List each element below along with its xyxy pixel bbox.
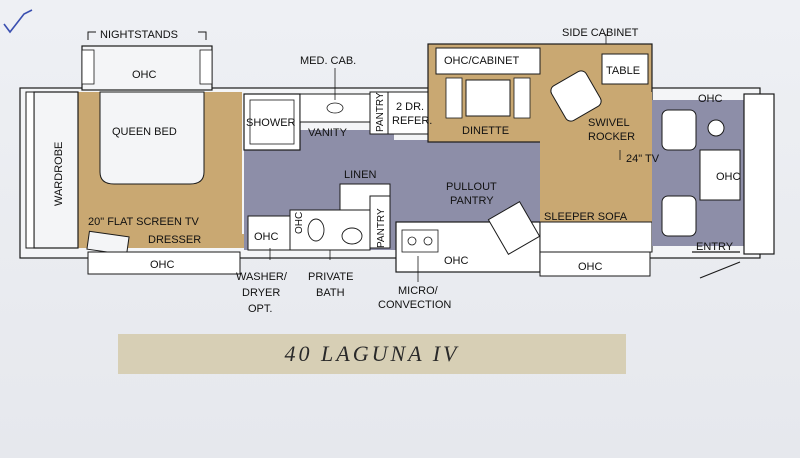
label-ohc-washer-v: OHC: [294, 212, 305, 234]
label-private-2: BATH: [316, 287, 345, 299]
passenger-seat: [661, 195, 697, 237]
cockpit-ohc: [699, 149, 741, 201]
cooktop: [401, 229, 439, 253]
label-washer-2: DRYER: [242, 287, 280, 299]
lower-ohc: [87, 251, 241, 275]
refrigerator: [387, 91, 429, 135]
label-dresser: DRESSER: [148, 234, 201, 246]
label-washer-3: OPT.: [248, 303, 272, 315]
nightstand-right: [199, 49, 213, 85]
label-ohc-bedroom: OHC: [132, 69, 157, 81]
label-med-cab: MED. CAB.: [300, 55, 356, 67]
label-queen-bed: QUEEN BED: [112, 126, 177, 138]
label-dinette: DINETTE: [462, 125, 509, 137]
label-rocker: ROCKER: [588, 131, 635, 143]
queen-bed: [99, 91, 205, 185]
shower: [243, 93, 301, 151]
driver-seat: [661, 109, 697, 151]
label-ohc-sofa: OHC: [578, 261, 603, 273]
label-pantry-top: PANTRY: [375, 92, 386, 132]
label-side-cabinet: SIDE CABINET: [562, 27, 639, 39]
model-title-bar: 40 LAGUNA IV: [118, 334, 626, 374]
label-flat-tv: 20" FLAT SCREEN TV: [88, 216, 200, 228]
wardrobe: [33, 91, 79, 249]
label-vanity: VANITY: [308, 127, 348, 139]
entry-door: [699, 261, 741, 279]
label-private-1: PRIVATE: [308, 271, 353, 283]
label-micro-1: MICRO/: [398, 285, 439, 297]
toilet: [307, 218, 325, 242]
sleeper-sofa: [539, 221, 653, 253]
steering-wheel-icon: [707, 119, 725, 137]
label-pullout-2: PANTRY: [450, 195, 494, 207]
label-micro-2: CONVECTION: [378, 299, 451, 311]
bath-sink: [341, 227, 363, 245]
label-ohc-washer: OHC: [254, 231, 279, 243]
label-ohc-cabinet: OHC/CABINET: [444, 55, 519, 67]
label-ohc-galley: OHC: [444, 255, 469, 267]
label-refer-2: REFER.: [392, 115, 432, 127]
sofa-ohc: [539, 251, 651, 277]
label-pullout-1: PULLOUT: [446, 181, 497, 193]
nightstand-left: [81, 49, 95, 85]
label-linen: LINEN: [344, 169, 376, 181]
floor-plan: NIGHTSTANDS OHC QUEEN BED WARDROBE 20" F…: [19, 27, 775, 315]
label-tv24: 24" TV: [626, 153, 660, 165]
kitchen-sink: [487, 200, 541, 256]
label-shower: SHOWER: [246, 117, 296, 129]
label-ohc-cockpit-side: OHC: [716, 171, 741, 183]
label-entry: ENTRY: [696, 241, 734, 253]
dash: [743, 93, 775, 255]
model-title: 40 LAGUNA IV: [284, 341, 460, 366]
checkmark-icon: [3, 9, 33, 34]
label-swivel: SWIVEL: [588, 117, 630, 129]
swivel-rocker: [550, 70, 602, 122]
bedroom-slideout-ohc: [81, 45, 213, 91]
label-ohc-cockpit: OHC: [698, 93, 723, 105]
label-table: TABLE: [606, 65, 640, 77]
washer-ohc: [247, 215, 291, 251]
label-sleeper-sofa: SLEEPER SOFA: [544, 211, 628, 223]
side-table: [601, 53, 649, 85]
label-ohc-lower: OHC: [150, 259, 175, 271]
label-nightstands: NIGHTSTANDS: [100, 29, 178, 41]
label-refer-1: 2 DR.: [396, 101, 424, 113]
label-washer-1: WASHER/: [236, 271, 288, 283]
label-pantry-mid: PANTRY: [376, 208, 387, 248]
label-wardrobe: WARDROBE: [53, 142, 65, 206]
ohc-cabinet: [435, 47, 541, 75]
dinette-table: [465, 79, 511, 117]
